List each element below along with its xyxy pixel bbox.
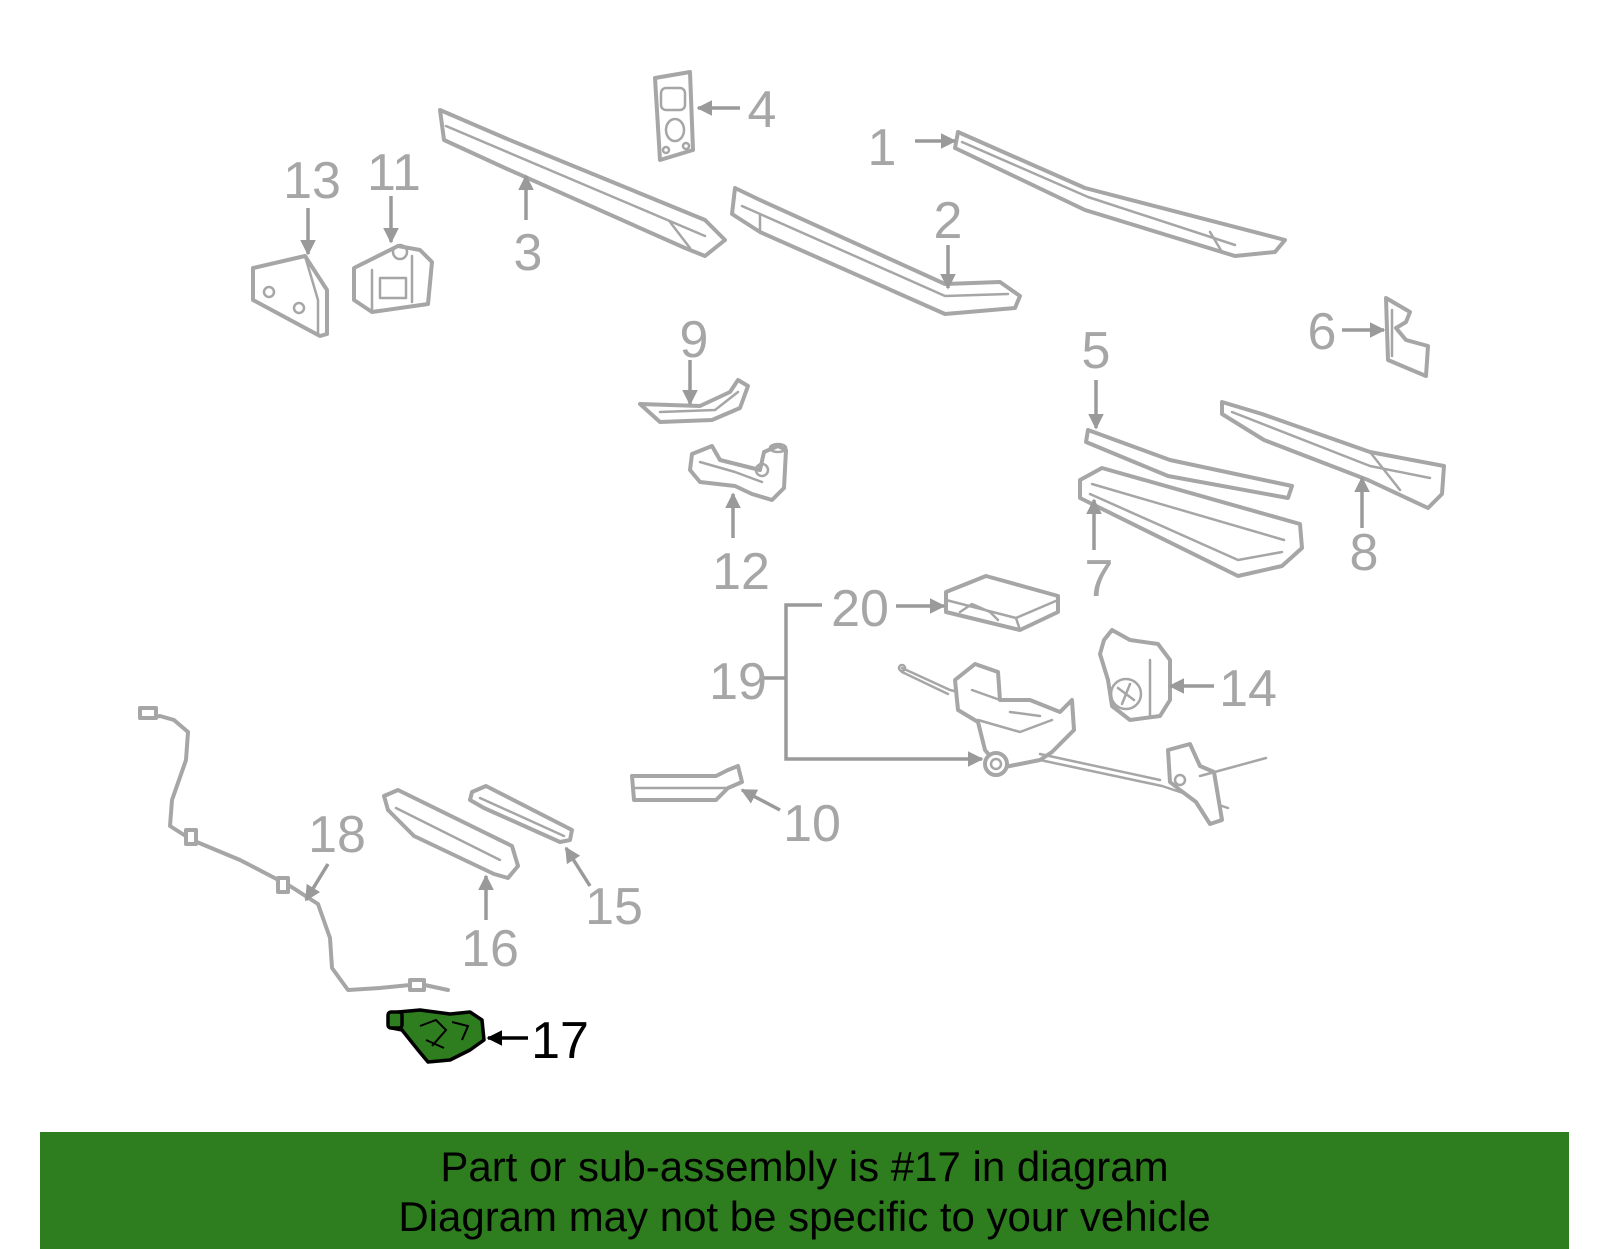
callout-6: 6 (1308, 303, 1386, 361)
part-6-bracket (1384, 296, 1430, 378)
label-13: 13 (283, 152, 341, 210)
label-1: 1 (868, 119, 897, 177)
label-12: 12 (712, 543, 770, 601)
part-13-bracket (251, 254, 329, 338)
label-4: 4 (748, 81, 777, 139)
label-2: 2 (934, 192, 963, 250)
callout-20: 20 (831, 580, 946, 638)
part-18-cable (138, 706, 450, 992)
part-11-hinge (352, 243, 434, 314)
label-9: 9 (680, 311, 709, 369)
label-17: 17 (531, 1012, 589, 1070)
callout-2: 2 (934, 192, 963, 290)
label-18: 18 (308, 806, 366, 864)
callout-8: 8 (1350, 476, 1379, 582)
label-20: 20 (831, 580, 889, 638)
part-12-hinge (688, 442, 788, 502)
label-6: 6 (1308, 303, 1337, 361)
callout-15: 15 (564, 846, 643, 936)
callout-4: 4 (696, 81, 777, 139)
label-5: 5 (1082, 322, 1111, 380)
banner-line-1: Part or sub-assembly is #17 in diagram (440, 1143, 1169, 1190)
part-14-motor (1098, 628, 1172, 722)
label-16: 16 (461, 920, 519, 978)
callout-12: 12 (712, 492, 770, 601)
part-16-trim (382, 788, 520, 880)
part-7-rail (1078, 466, 1304, 578)
info-banner: Part or sub-assembly is #17 in diagram D… (40, 1132, 1569, 1249)
part-9-bracket (638, 378, 750, 424)
callout-19: 19 (709, 603, 984, 767)
callout-11: 11 (367, 144, 421, 244)
part-5-rail (1084, 428, 1294, 500)
callout-13: 13 (283, 152, 341, 256)
label-7: 7 (1085, 550, 1114, 608)
part-3-rail (438, 108, 727, 258)
part-1-rail (953, 130, 1287, 258)
callout-1: 1 (868, 119, 957, 177)
label-10: 10 (783, 795, 841, 853)
part-20-module (944, 574, 1060, 632)
part-4-plate (653, 70, 695, 162)
part-15-trim (468, 784, 574, 844)
part-8-rail (1220, 400, 1446, 510)
callout-7: 7 (1085, 498, 1114, 608)
part-17-actuator-highlighted (386, 1008, 486, 1064)
callout-10: 10 (740, 788, 841, 853)
callout-14: 14 (1168, 660, 1277, 718)
part-19-wiper-assembly (897, 662, 1268, 826)
banner-line-2: Diagram may not be specific to your vehi… (398, 1193, 1211, 1240)
callout-5: 5 (1082, 322, 1111, 430)
callout-9: 9 (680, 311, 709, 406)
label-8: 8 (1350, 524, 1379, 582)
part-10-bracket (630, 764, 744, 802)
callout-18: 18 (304, 806, 366, 902)
label-19: 19 (709, 653, 767, 711)
callout-17: 17 (486, 1012, 589, 1070)
label-11: 11 (367, 144, 421, 202)
label-14: 14 (1219, 660, 1277, 718)
part-2-rail (730, 186, 1022, 316)
callout-16: 16 (461, 874, 519, 978)
label-3: 3 (514, 224, 543, 282)
callout-3: 3 (514, 174, 543, 282)
label-15: 15 (585, 878, 643, 936)
